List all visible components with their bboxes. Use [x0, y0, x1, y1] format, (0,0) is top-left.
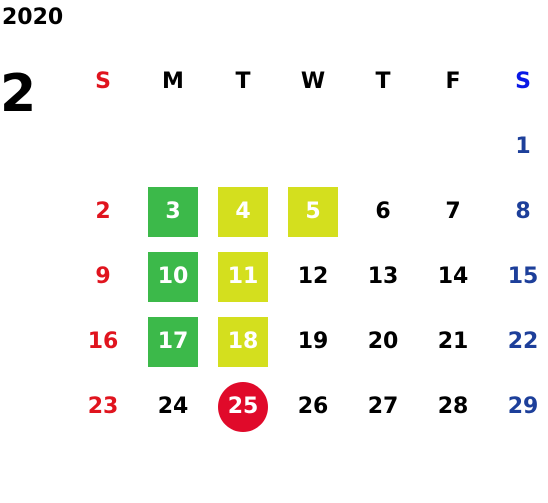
day-cell-empty — [68, 114, 138, 179]
day-cell-today[interactable]: 25 — [208, 374, 278, 439]
day-cell-empty — [138, 114, 208, 179]
day-number: 14 — [437, 264, 469, 289]
weekday-header-saturday: S — [515, 68, 531, 94]
day-number: 19 — [297, 329, 329, 354]
day-number: 4 — [218, 186, 268, 237]
day-number: 6 — [375, 199, 391, 224]
day-number: 28 — [437, 394, 469, 419]
day-cell-green[interactable]: 10 — [138, 244, 208, 309]
day-number: 20 — [367, 329, 399, 354]
day-cell[interactable]: 24 — [138, 374, 208, 439]
day-number: 21 — [437, 329, 469, 354]
day-number: 23 — [87, 394, 119, 419]
day-number: 17 — [148, 316, 198, 367]
day-cell[interactable]: 1 — [488, 114, 548, 179]
day-cell[interactable]: 19 — [278, 309, 348, 374]
weekday-header-sunday: S — [95, 68, 111, 94]
day-cell[interactable]: 13 — [348, 244, 418, 309]
day-number: 26 — [297, 394, 329, 419]
day-cell[interactable]: 20 — [348, 309, 418, 374]
day-cell[interactable]: 22 — [488, 309, 548, 374]
day-number: 29 — [507, 394, 539, 419]
day-number: 15 — [507, 264, 539, 289]
day-cell-yellow[interactable]: 5 — [278, 179, 348, 244]
day-cell[interactable]: 2 — [68, 179, 138, 244]
day-cell[interactable]: 21 — [418, 309, 488, 374]
day-cell[interactable]: 9 — [68, 244, 138, 309]
month-label: 2 — [0, 64, 37, 124]
day-cell-green[interactable]: 17 — [138, 309, 208, 374]
day-number: 2 — [95, 199, 111, 224]
day-cell[interactable]: 29 — [488, 374, 548, 439]
day-cell-green[interactable]: 3 — [138, 179, 208, 244]
day-number: 3 — [148, 186, 198, 237]
day-cell[interactable]: 23 — [68, 374, 138, 439]
day-cell-empty — [208, 114, 278, 179]
day-cell-yellow[interactable]: 11 — [208, 244, 278, 309]
day-number: 8 — [515, 199, 531, 224]
day-number: 10 — [148, 251, 198, 302]
weekday-header-tuesday: T — [235, 68, 251, 94]
day-cell[interactable]: 27 — [348, 374, 418, 439]
day-number: 5 — [288, 186, 338, 237]
day-cell[interactable]: 28 — [418, 374, 488, 439]
day-cell-yellow[interactable]: 18 — [208, 309, 278, 374]
day-number: 24 — [157, 394, 189, 419]
day-cell-empty — [418, 114, 488, 179]
day-cell[interactable]: 7 — [418, 179, 488, 244]
day-cell[interactable]: 15 — [488, 244, 548, 309]
day-number: 13 — [367, 264, 399, 289]
day-cell[interactable]: 6 — [348, 179, 418, 244]
day-cell-yellow[interactable]: 4 — [208, 179, 278, 244]
day-cell[interactable]: 26 — [278, 374, 348, 439]
weekday-header-friday: F — [445, 68, 461, 94]
day-number: 11 — [218, 251, 268, 302]
weekday-header-monday: M — [162, 68, 184, 94]
day-cell[interactable]: 12 — [278, 244, 348, 309]
day-number: 25 — [218, 381, 268, 432]
day-cell-empty — [348, 114, 418, 179]
day-number: 12 — [297, 264, 329, 289]
year-label: 2020 — [2, 5, 64, 30]
calendar-grid: S M T W T F S 1 2 3 4 5 6 7 8 9 10 11 12… — [68, 48, 548, 439]
day-number: 9 — [95, 264, 111, 289]
day-number: 7 — [445, 199, 461, 224]
weekday-header-thursday: T — [375, 68, 391, 94]
day-number: 27 — [367, 394, 399, 419]
day-number: 18 — [218, 316, 268, 367]
day-number: 16 — [87, 329, 119, 354]
weekday-header-wednesday: W — [300, 68, 326, 94]
day-cell[interactable]: 8 — [488, 179, 548, 244]
day-cell-empty — [278, 114, 348, 179]
day-cell[interactable]: 16 — [68, 309, 138, 374]
day-cell[interactable]: 14 — [418, 244, 488, 309]
day-number: 1 — [515, 134, 531, 159]
day-number: 22 — [507, 329, 539, 354]
